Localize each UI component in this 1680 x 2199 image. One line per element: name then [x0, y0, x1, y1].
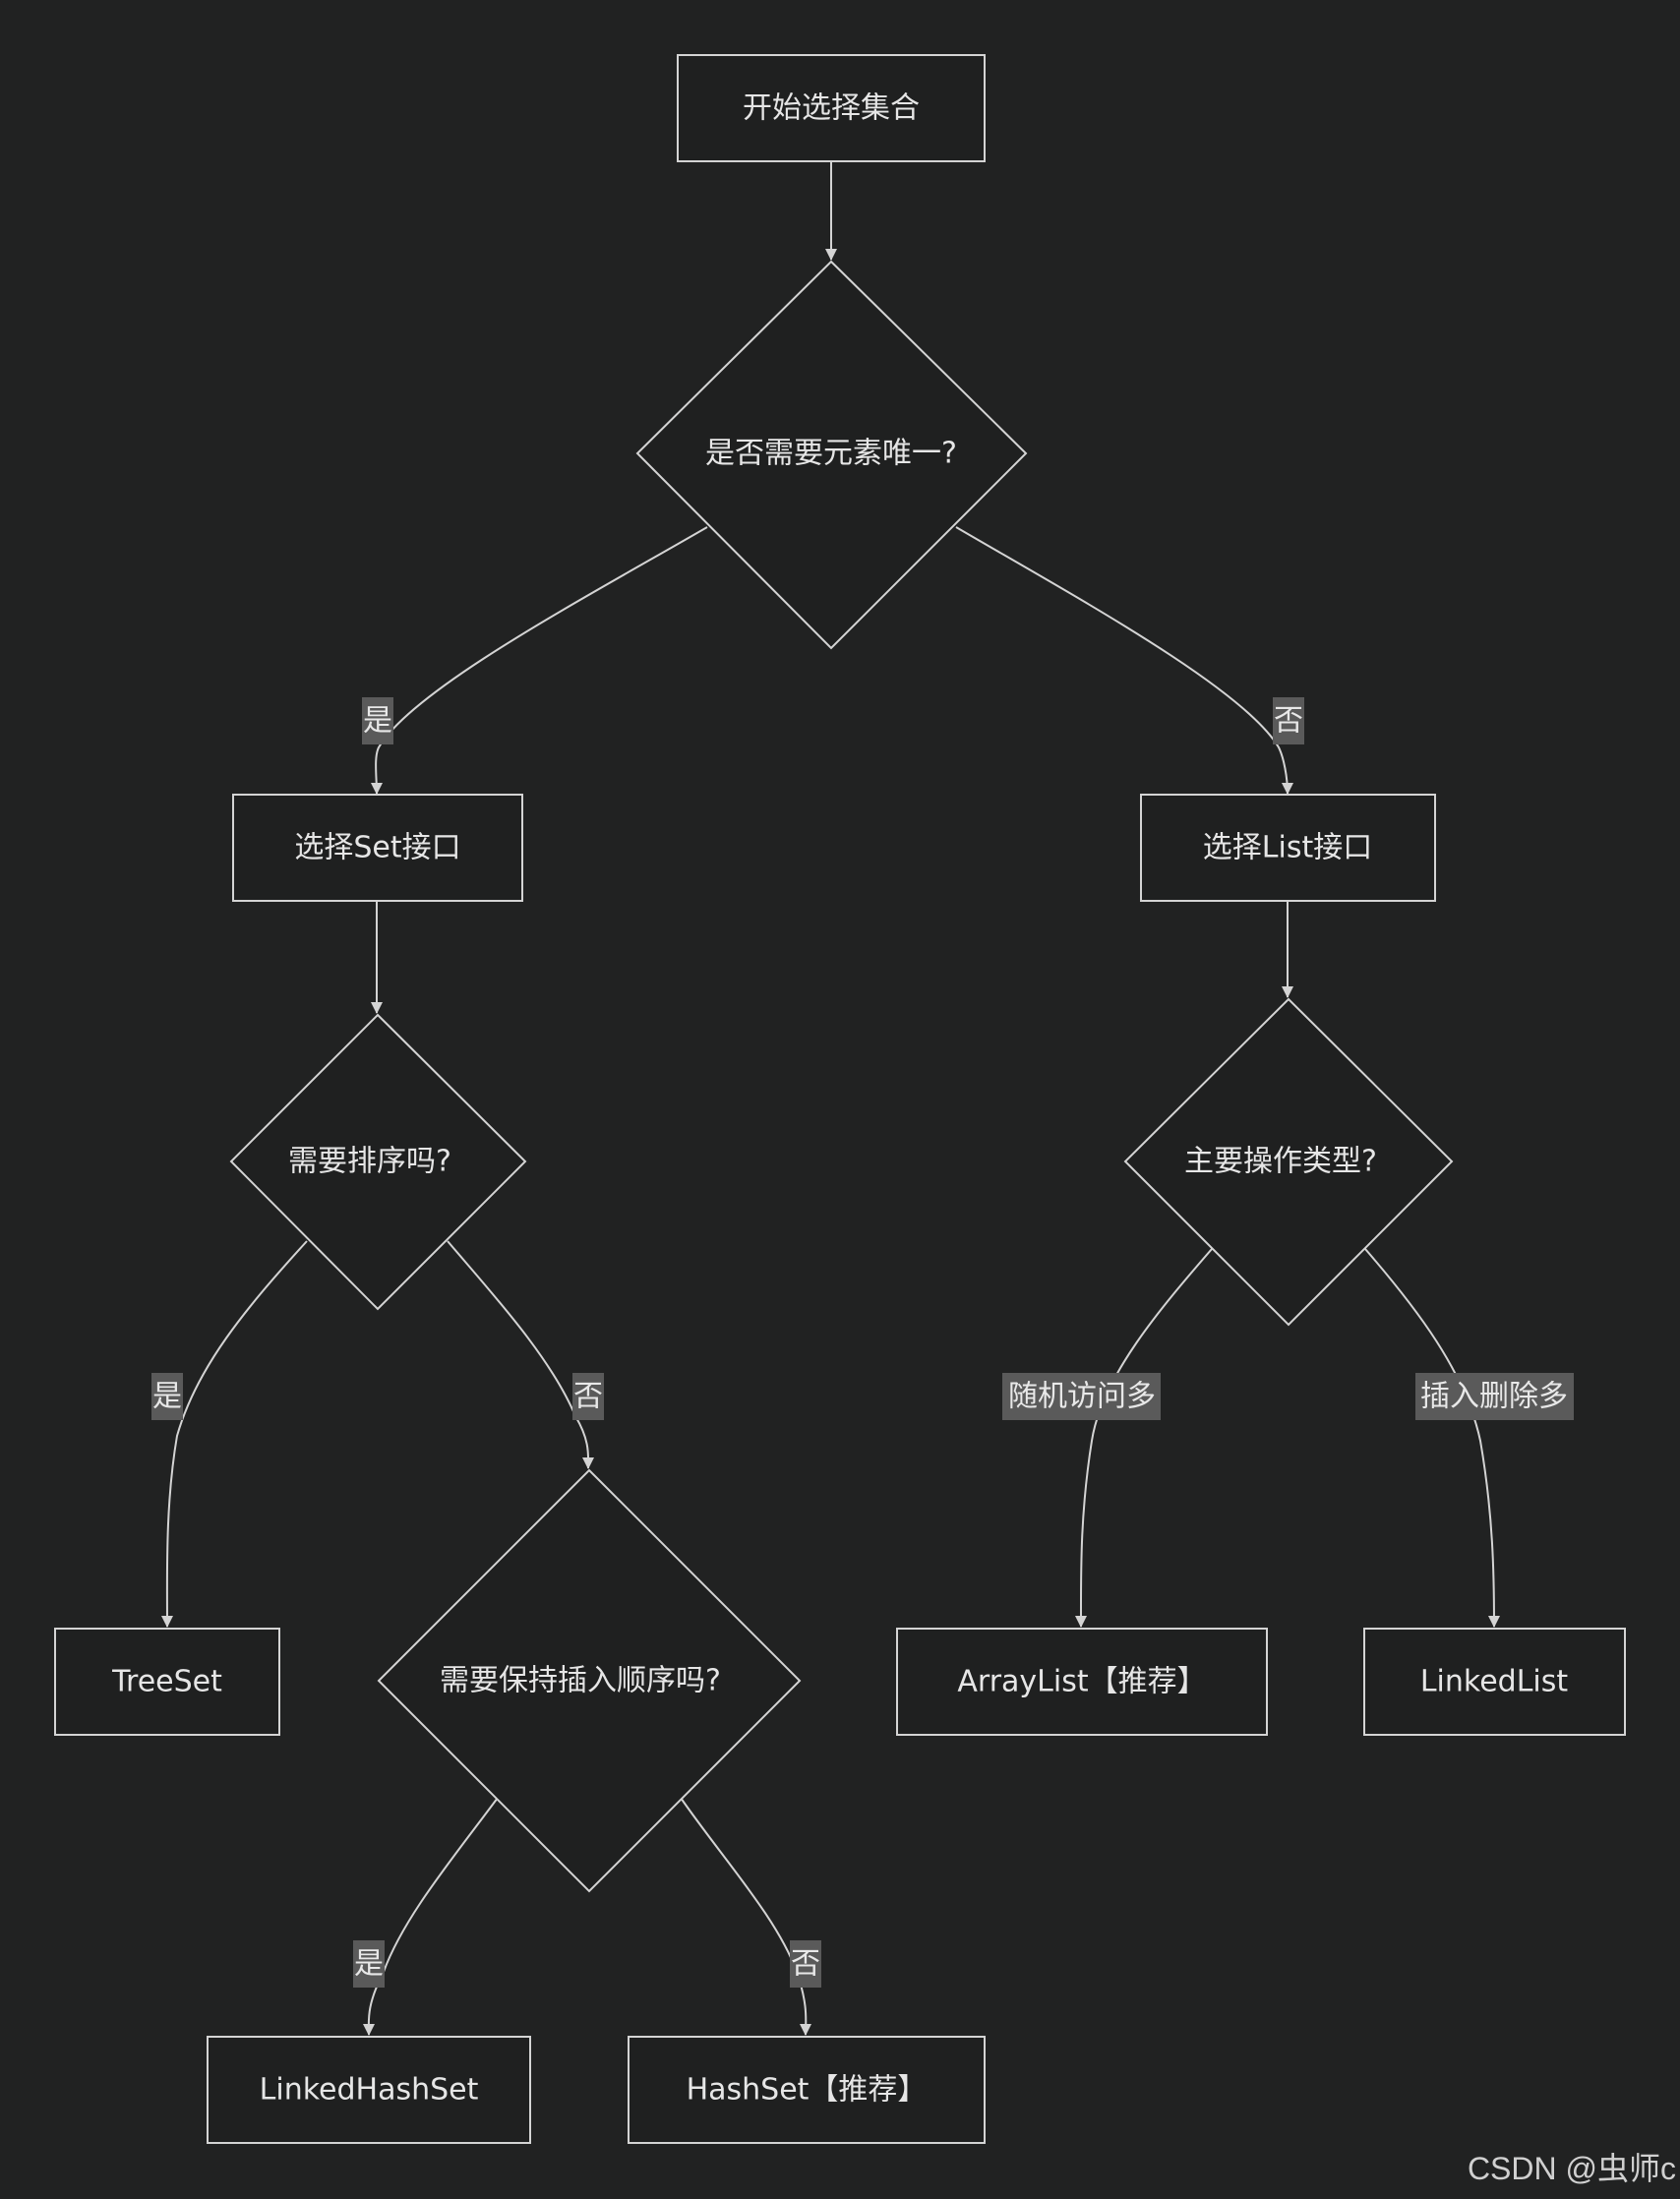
- edge-optype-to-linkedlist: [1364, 1248, 1500, 1628]
- svg-text:是: 是: [152, 1380, 182, 1414]
- edge-label-sort-no: 否: [572, 1373, 604, 1420]
- node-sort-label: 需要排序吗?: [288, 1145, 451, 1179]
- node-arraylist-box: [896, 1628, 1268, 1736]
- edge-unique-to-list: [955, 526, 1293, 795]
- edge-optype-to-arraylist: [1074, 1248, 1213, 1628]
- svg-text:是: 是: [363, 704, 392, 739]
- svg-text:否: 否: [1274, 704, 1303, 739]
- node-choose-set-box: [232, 794, 523, 902]
- node-choose-list-label: 选择List接口: [1203, 831, 1372, 865]
- svg-text:随机访问多: 随机访问多: [1008, 1380, 1156, 1414]
- svg-text:否: 否: [573, 1380, 603, 1414]
- node-linkedlist-box: [1363, 1628, 1626, 1736]
- node-choose-list-box: [1140, 794, 1436, 902]
- watermark: CSDN @虫师c: [1467, 2151, 1676, 2186]
- node-linkedlist-label: LinkedList: [1420, 1665, 1569, 1699]
- node-sort-diamond: [229, 1013, 527, 1311]
- node-linkedhashset-label: LinkedHashSet: [260, 2073, 479, 2108]
- node-unique-label: 是否需要元素唯一?: [705, 437, 957, 471]
- node-optype-diamond: [1123, 997, 1454, 1327]
- edge-label-order-no: 否: [790, 1940, 821, 1988]
- node-unique-diamond: [635, 260, 1028, 650]
- edge-label-sort-yes: 是: [151, 1373, 183, 1420]
- node-hashset-label: HashSet【推荐】: [687, 2073, 928, 2108]
- node-insert-order-label: 需要保持插入顺序吗?: [440, 1664, 721, 1698]
- node-start-label: 开始选择集合: [743, 91, 920, 126]
- node-insert-order-diamond: [377, 1468, 802, 1893]
- edge-insert-order-to-hashset: [680, 1797, 812, 2036]
- edge-label-unique-yes: 是: [362, 697, 393, 744]
- node-treeset-label: TreeSet: [111, 1665, 222, 1699]
- edge-sort-to-insert-order: [447, 1240, 595, 1469]
- edge-label-unique-no: 否: [1273, 697, 1304, 744]
- svg-text:否: 否: [791, 1947, 820, 1982]
- node-treeset-box: [54, 1628, 280, 1736]
- svg-text:插入删除多: 插入删除多: [1420, 1380, 1568, 1414]
- node-start-box: [677, 54, 986, 162]
- edge-label-insert-delete: 插入删除多: [1415, 1373, 1574, 1420]
- edge-label-random-access: 随机访问多: [1002, 1373, 1161, 1420]
- node-arraylist-label: ArrayList【推荐】: [957, 1665, 1206, 1699]
- node-linkedhashset-box: [207, 2036, 531, 2144]
- node-choose-set-label: 选择Set接口: [294, 831, 460, 865]
- edge-unique-to-set: [370, 526, 708, 795]
- edge-label-order-yes: 是: [353, 1940, 385, 1988]
- node-hashset-box: [628, 2036, 986, 2144]
- edge-sort-to-treeset: [160, 1240, 308, 1628]
- edge-insert-order-to-linkedhashset: [362, 1797, 499, 2036]
- node-optype-label: 主要操作类型?: [1184, 1145, 1377, 1179]
- svg-text:是: 是: [354, 1947, 384, 1982]
